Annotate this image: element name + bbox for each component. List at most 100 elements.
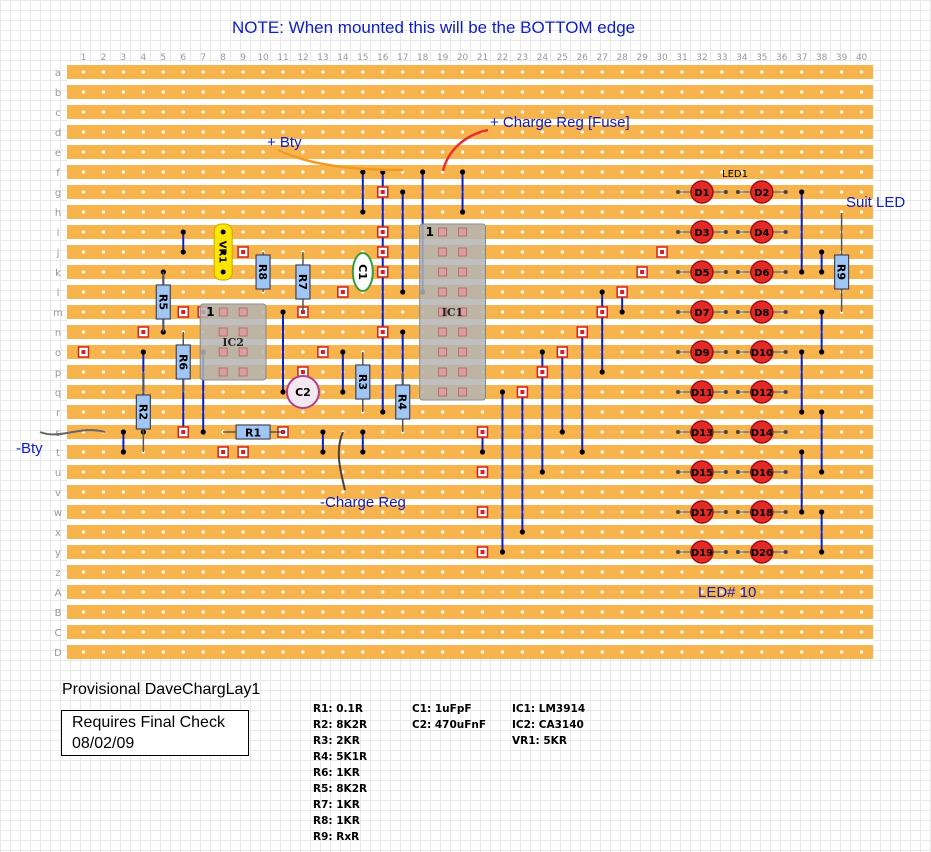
ic2-pin [238,307,248,317]
strip-hole [421,410,425,414]
strip-hole [859,530,864,534]
strip-hole [281,490,285,494]
strip-hole [261,230,265,234]
strip-hole [281,410,285,414]
strip-hole [460,550,465,554]
strip-hole [780,630,784,634]
strip-hole [660,390,664,394]
strip-hole [580,170,584,174]
strip-hole [301,230,305,234]
column-label: 18 [417,53,429,63]
ic2-label: IC2 [222,336,244,349]
led-label: D4 [754,228,769,239]
strip-hole [680,450,684,454]
strip-hole [600,230,604,234]
strip-hole [520,590,525,594]
strip-hole [859,190,864,194]
cut-pad-center [380,190,385,194]
strip-hole [321,70,325,74]
led-pin [676,510,680,514]
strip-hole [700,530,704,534]
strip-hole [101,130,106,134]
strip-hole [301,350,305,354]
strip-hole [401,470,405,474]
strip-hole [580,630,584,634]
strip-hole [421,430,425,434]
strip-hole [221,290,225,294]
strip-hole [381,110,385,114]
led-pin [723,550,728,554]
strip-hole [381,610,385,614]
strip-hole [500,610,505,614]
strip-hole [480,410,485,414]
strip-hole [81,510,86,514]
strip-hole [201,610,205,614]
strip-hole [800,90,804,94]
parts-item: R2: 8K2R [313,719,368,731]
row-label: y [55,548,61,559]
strip-hole [720,570,724,574]
strip-hole [141,510,145,514]
r2-label: R2 [136,404,149,420]
led-label: D8 [754,308,769,319]
strip-hole [121,230,125,234]
strip-hole [460,450,465,454]
cut-pad-center [380,270,385,274]
strip-hole [640,150,644,154]
strip-hole [840,450,844,454]
column-label: 31 [676,53,687,63]
strip-hole [840,610,844,614]
strip-hole [81,490,86,494]
strip-hole [401,550,405,554]
strip-hole [441,190,445,194]
strip-hole [660,210,664,214]
c2-body [285,375,320,409]
strip-hole [81,150,86,154]
column-label: 38 [816,53,828,63]
strip-hole [301,490,305,494]
strip-hole [261,130,265,134]
wire-end [360,169,366,175]
strip-hole [81,130,86,134]
cut-pad-center [340,290,345,294]
strip-hole [201,590,205,594]
strip-hole [441,150,445,154]
strip-hole [321,190,325,194]
strip-hole [141,650,145,654]
copper-strip [67,585,873,599]
strip-hole [720,70,724,74]
strip-hole [780,530,784,534]
strip-hole [241,550,245,554]
strip-hole [381,510,385,514]
strip-hole [460,650,465,654]
row-label: m [53,308,63,319]
strip-hole [321,470,325,474]
strip-hole [460,130,465,134]
parts-item: R6: 1KR [313,767,360,779]
strip-hole [840,490,844,494]
strip-hole [859,230,864,234]
r5-body [155,284,171,320]
strip-hole [840,330,844,334]
strip-hole [620,490,624,494]
led-body [750,540,774,564]
row-label: o [55,348,61,359]
strip-hole [421,590,425,594]
strip-hole [780,330,784,334]
strip-hole [760,530,764,534]
led-body [750,180,774,204]
strip-hole [141,550,145,554]
strip-hole [660,110,664,114]
strip-hole [800,590,804,594]
strip-hole [381,150,385,154]
strip-hole [141,630,145,634]
strip-hole [221,570,225,574]
strip-hole [680,150,684,154]
strip-hole [361,470,365,474]
strip-hole [560,330,564,334]
wire-end [380,409,386,415]
strip-hole [800,610,804,614]
ic2-pin [238,367,248,377]
strip-hole [361,70,365,74]
strip-hole [281,550,285,554]
